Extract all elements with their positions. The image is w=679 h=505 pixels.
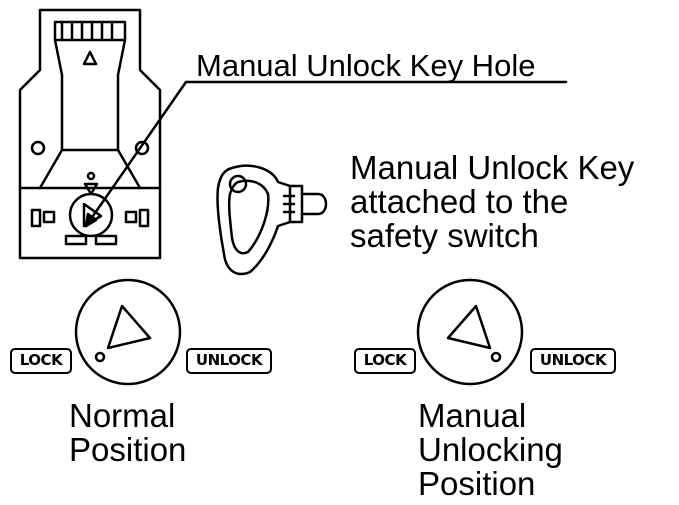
key-description-line-2: attached to the (350, 183, 569, 220)
normal-caption-line-1: Normal (69, 397, 176, 434)
manual-caption-line-3: Position (418, 465, 536, 502)
normal-caption-line-2: Position (69, 431, 187, 468)
manual-unlock-tag: UNLOCK (530, 348, 616, 374)
manual-caption-line-2: Unlocking (418, 431, 563, 468)
manual-lock-tag: LOCK (354, 348, 416, 374)
manual-unlock-key (216, 164, 328, 276)
key-description-line-1: Manual Unlock Key (350, 149, 635, 186)
manual-caption-line-1: Manual (418, 397, 527, 434)
manual-unlocking-position-caption: Manual Unlocking Position (418, 399, 563, 501)
key-hole-label: Manual Unlock Key Hole (196, 48, 536, 83)
key-description-line-3: safety switch (350, 217, 539, 254)
key-description: Manual Unlock Key attached to the safety… (350, 151, 634, 253)
normal-lock-tag: LOCK (10, 348, 72, 374)
normal-unlock-tag: UNLOCK (186, 348, 272, 374)
normal-position-caption: Normal Position (69, 399, 186, 467)
manual-unlocking-position-dial (416, 278, 524, 386)
normal-position-dial (74, 278, 182, 386)
safety-switch-body (18, 8, 162, 260)
leader-line (84, 80, 568, 228)
